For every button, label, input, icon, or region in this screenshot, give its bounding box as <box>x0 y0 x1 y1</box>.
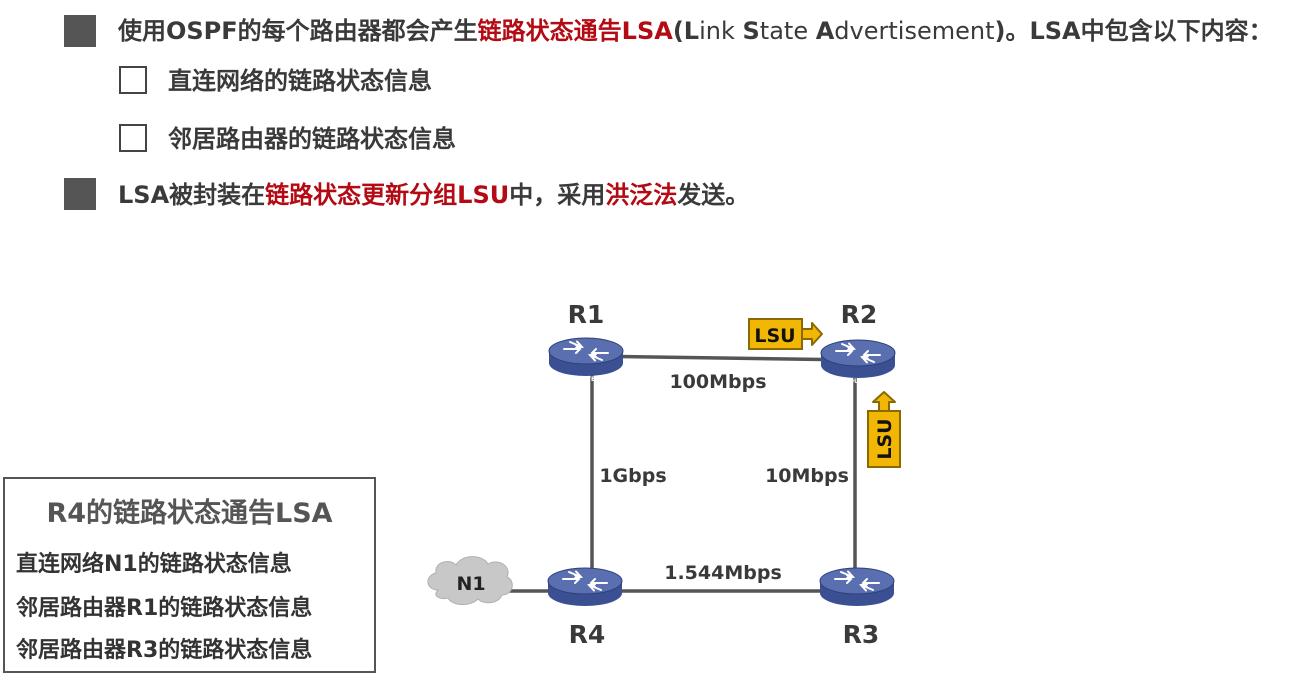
bullet-text-segment: )。LSA中包含以下内容： <box>994 17 1273 45</box>
lsa-box-title: R4的链路状态通告LSA <box>46 498 333 529</box>
router-icon: ROUTER <box>819 567 895 613</box>
cloud-icon: N1 <box>427 556 513 605</box>
link-r1-r2 <box>585 354 859 362</box>
link-label-r4-r3: 1.544Mbps <box>664 562 782 584</box>
svg-text:ROUTER: ROUTER <box>844 378 872 385</box>
bullet-text-segment: 发送。 <box>677 181 750 209</box>
link-label-r2-r3: 10Mbps <box>765 465 849 487</box>
highlight-text: 洪泛法 <box>605 181 678 209</box>
bullet-text-segment: tate <box>759 17 816 45</box>
bullet-2-text: LSA被封装在链路状态更新分组LSU中，采用洪泛法发送。 <box>118 183 749 207</box>
bullet-text-segment: A <box>815 17 835 45</box>
bullet-text-segment: LSA被封装在 <box>118 181 266 209</box>
link-label-r1-r2: 100Mbps <box>669 371 766 393</box>
bullet-square <box>64 178 96 210</box>
bullet-text-segment: ( <box>672 17 684 45</box>
sub-item-2: 邻居路由器的链路状态信息 <box>168 125 456 153</box>
svg-text:ROUTER: ROUTER <box>572 376 600 383</box>
bullet-text-segment: 中，采用 <box>509 181 606 209</box>
svg-text:ROUTER: ROUTER <box>843 606 871 613</box>
checkbox-icon <box>119 66 147 94</box>
svg-text:ROUTER: ROUTER <box>571 606 599 613</box>
router-label-r2: R2 <box>841 300 878 329</box>
sub-item-1: 直连网络的链路状态信息 <box>168 67 432 95</box>
link-label-r1-r4: 1Gbps <box>599 465 666 487</box>
highlight-text: 链路状态通告LSA <box>477 17 673 45</box>
router-icon: ROUTER <box>548 337 624 383</box>
lsa-item-1: 直连网络N1的链路状态信息 <box>16 552 292 577</box>
bullet-square <box>64 15 96 47</box>
bullet-1-text: 使用OSPF的每个路由器都会产生链路状态通告LSA(Link State Adv… <box>118 19 1273 43</box>
lsa-info-box: R4的链路状态通告LSA 直连网络N1的链路状态信息 邻居路由器R1的链路状态信… <box>3 477 376 673</box>
checkbox-icon <box>119 124 147 152</box>
bullet-text-segment: S <box>742 17 760 45</box>
lsa-item-3: 邻居路由器R3的链路状态信息 <box>16 638 313 663</box>
bullet-text-segment: ink <box>699 17 743 45</box>
bullet-text-segment: L <box>683 17 700 45</box>
router-label-r4: R4 <box>569 620 606 649</box>
router-label-r3: R3 <box>843 620 880 649</box>
lsa-item-2: 邻居路由器R1的链路状态信息 <box>16 596 313 621</box>
router-icon: ROUTER <box>547 567 623 613</box>
lsu-label: LSU <box>754 325 795 347</box>
lsu-packet-horizontal: LSU <box>748 318 823 350</box>
network-label-n1: N1 <box>456 573 485 595</box>
bullet-text-segment: dvertisement <box>834 17 995 45</box>
router-label-r1: R1 <box>568 300 605 329</box>
lsu-packet-vertical: LSU <box>867 391 901 468</box>
lsu-label: LSU <box>874 418 896 459</box>
bullet-text-segment: 使用OSPF的每个路由器都会产生 <box>118 17 478 45</box>
router-icon: ROUTER <box>820 339 896 385</box>
highlight-text: 链路状态更新分组LSU <box>265 181 510 209</box>
